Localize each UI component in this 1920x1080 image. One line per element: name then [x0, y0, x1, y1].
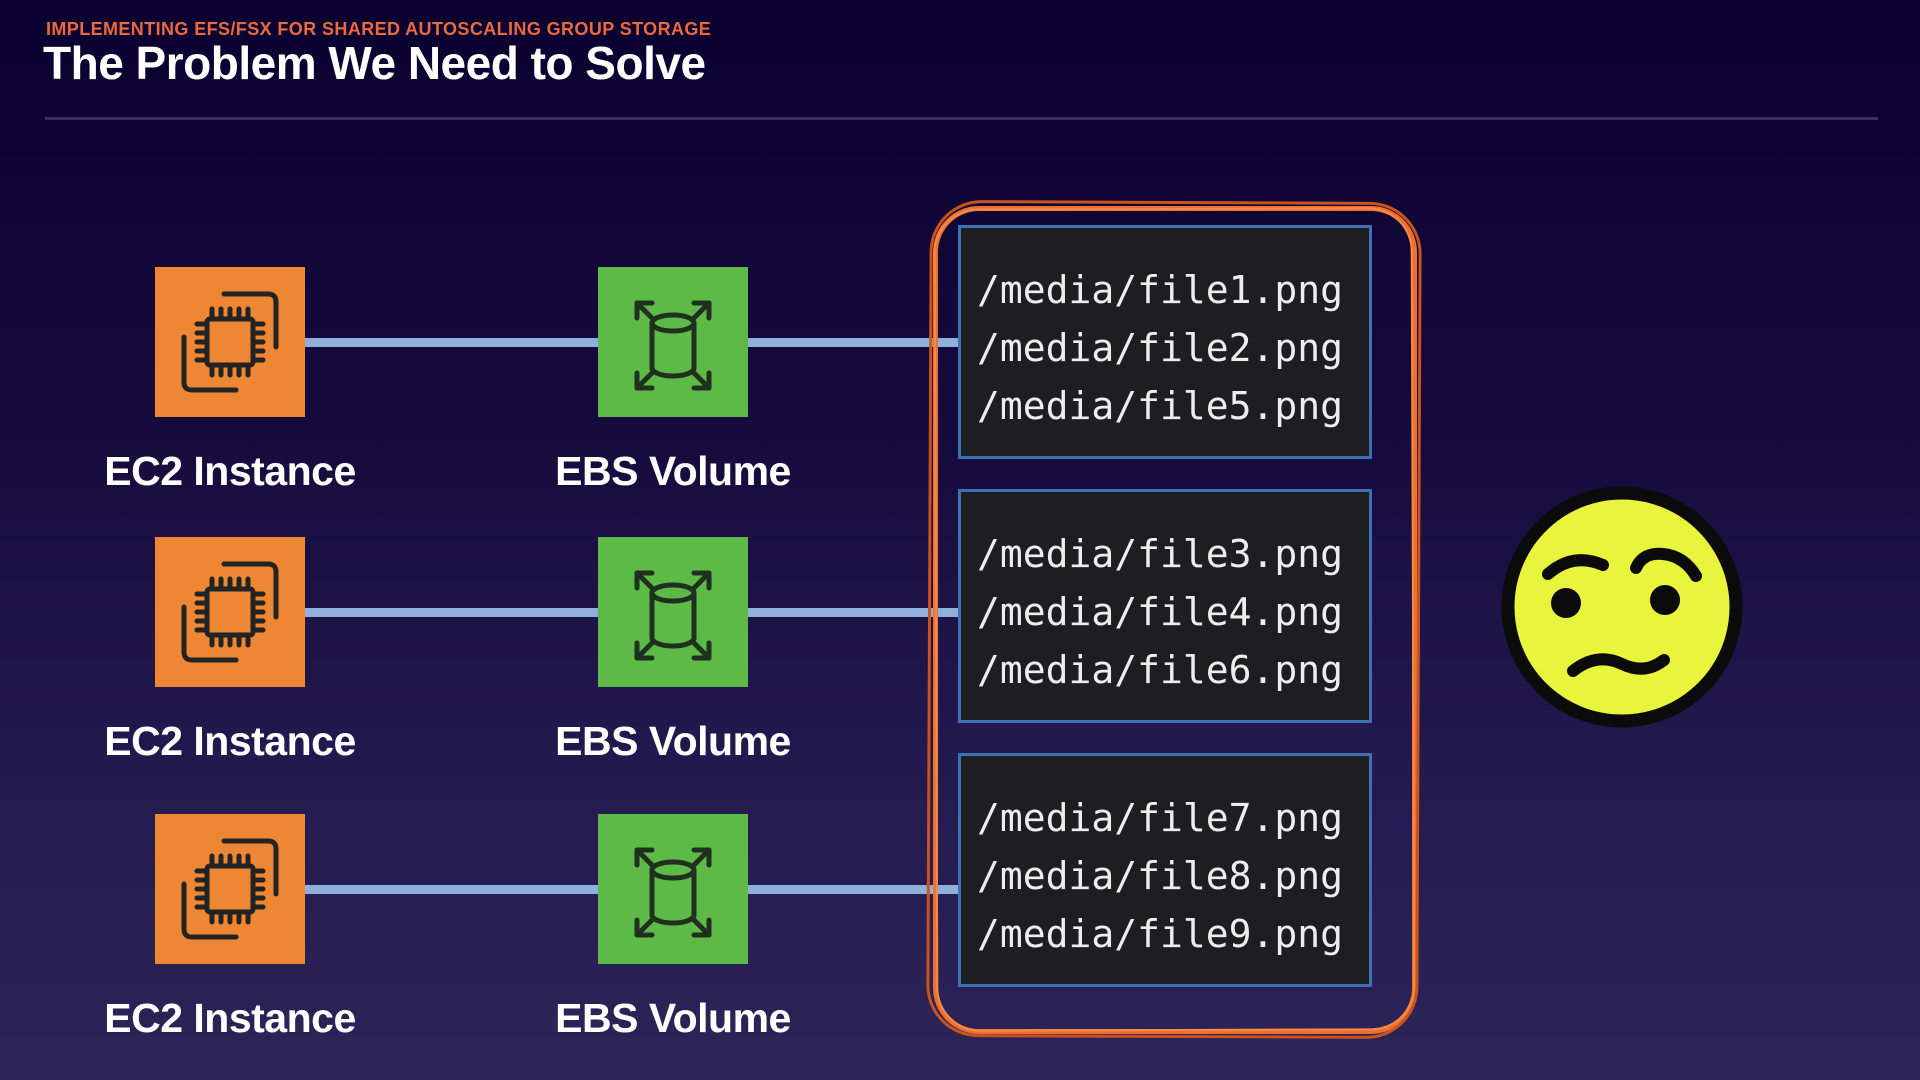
ebs-label: EBS Volume — [555, 995, 791, 1041]
ec2-icon — [155, 267, 305, 417]
ebs-label: EBS Volume — [555, 448, 791, 494]
file-path: /media/file7.png — [977, 796, 1344, 840]
ebs-icon — [598, 267, 748, 417]
file-box-stack: /media/file1.png /media/file2.png /media… — [958, 225, 1372, 987]
file-list-box: /media/file7.png /media/file8.png /media… — [958, 753, 1372, 987]
confused-face-emoji-icon — [1494, 477, 1754, 737]
file-path: /media/file5.png — [977, 384, 1344, 428]
diagram-row: EC2 Instance EBS Volume — [0, 537, 1920, 807]
ec2-label: EC2 Instance — [104, 995, 356, 1041]
ec2-label: EC2 Instance — [104, 448, 356, 494]
diagram-row: EC2 Instance EBS Volume — [0, 267, 1920, 537]
file-path: /media/file1.png — [977, 268, 1344, 312]
title-divider — [45, 117, 1878, 120]
diagram-row: EC2 Instance EBS Volume — [0, 814, 1920, 1080]
ec2-label: EC2 Instance — [104, 718, 356, 764]
file-path: /media/file6.png — [977, 648, 1344, 692]
file-list-box: /media/file3.png /media/file4.png /media… — [958, 489, 1372, 723]
connector-line — [230, 885, 958, 894]
connector-line — [230, 338, 958, 347]
file-path: /media/file4.png — [977, 590, 1344, 634]
file-path: /media/file8.png — [977, 854, 1344, 898]
ebs-icon — [598, 814, 748, 964]
slide-eyebrow: IMPLEMENTING EFS/FSX FOR SHARED AUTOSCAL… — [46, 19, 712, 39]
ec2-icon — [155, 537, 305, 687]
file-path: /media/file2.png — [977, 326, 1344, 370]
page-title: The Problem We Need to Solve — [43, 37, 706, 89]
file-list-box: /media/file1.png /media/file2.png /media… — [958, 225, 1372, 459]
ebs-label: EBS Volume — [555, 718, 791, 764]
file-path: /media/file3.png — [977, 532, 1344, 576]
ec2-icon — [155, 814, 305, 964]
ebs-icon — [598, 537, 748, 687]
file-path: /media/file9.png — [977, 912, 1344, 956]
connector-line — [230, 608, 958, 617]
